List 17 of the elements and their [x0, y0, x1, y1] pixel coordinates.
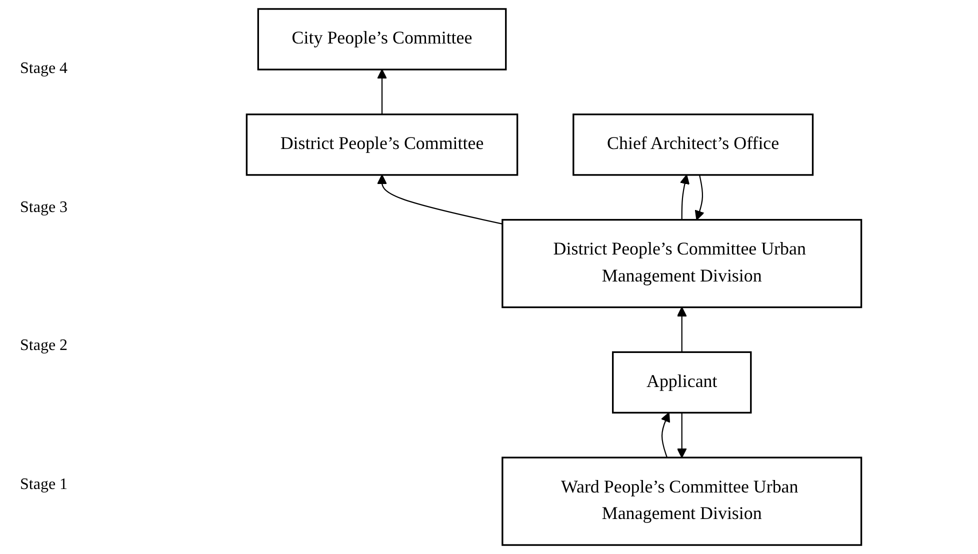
- node-box: District People’s Committee Urban Management Division: [502, 218, 862, 308]
- arrow: [660, 412, 670, 458]
- arrow: [680, 174, 690, 220]
- arrow: [676, 412, 687, 458]
- arrow: [377, 174, 503, 224]
- node-box: Chief Architect’s Office: [572, 114, 814, 176]
- stage-label: Stage 4: [20, 60, 69, 78]
- node-box: City People’s Committee: [257, 8, 507, 70]
- arrow: [377, 69, 387, 114]
- node-box: Ward People’s Committee Urban Management Division: [502, 456, 862, 546]
- stage-label: Stage 3: [20, 198, 69, 217]
- node-box: District People’s Committee: [246, 114, 518, 176]
- arrow: [676, 306, 687, 352]
- stage-label: Stage 2: [20, 337, 69, 356]
- stage-label: Stage 1: [20, 476, 69, 494]
- arrow: [694, 174, 704, 220]
- node-box: Applicant: [612, 351, 752, 414]
